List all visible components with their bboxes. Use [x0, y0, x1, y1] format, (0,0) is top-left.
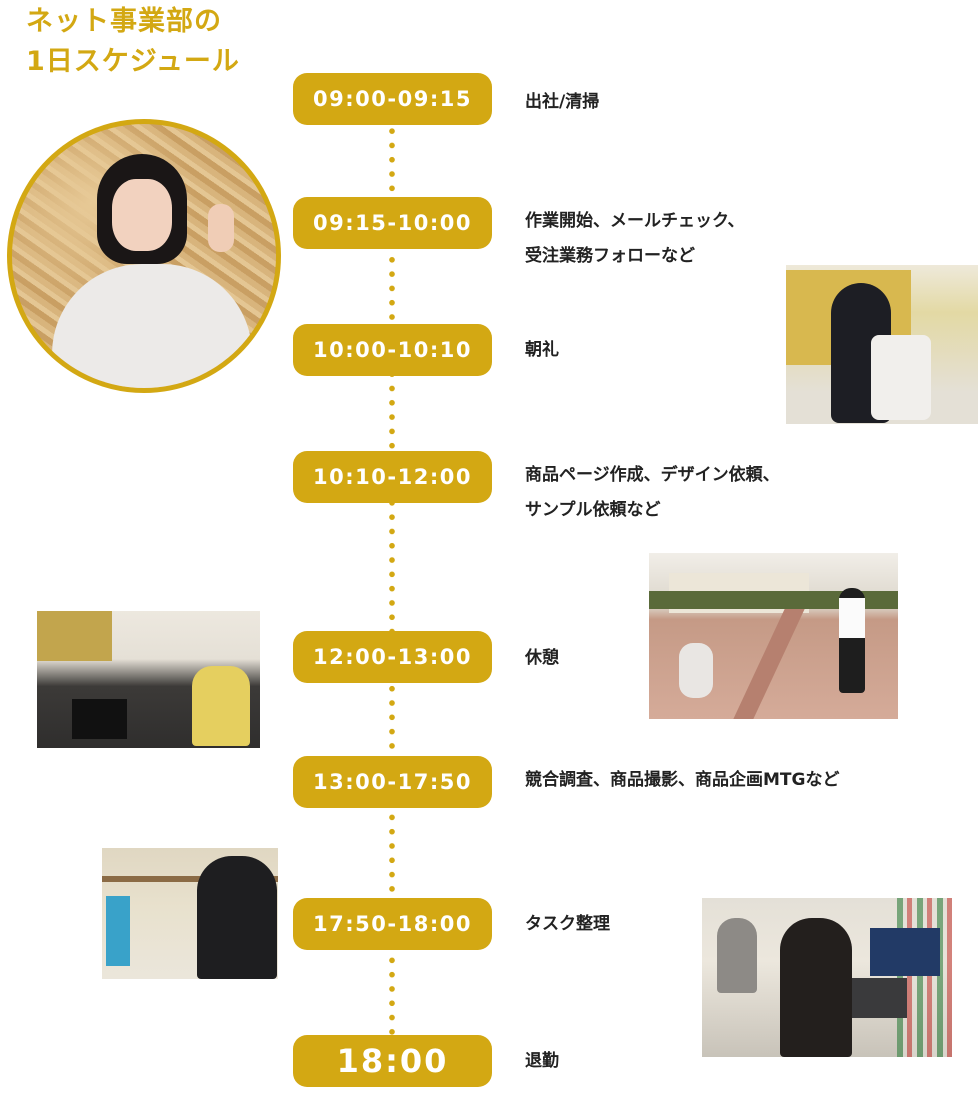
schedule-line: タスク整理	[525, 914, 610, 934]
schedule-desc-1300: 競合調査、商品撮影、商品企画MTGなど	[525, 763, 839, 798]
time-pill-0900: 09:00-09:15	[293, 73, 492, 125]
schedule-line: 退勤	[525, 1051, 559, 1071]
schedule-line: サンプル依頼など	[525, 500, 661, 520]
schedule-desc-0900: 出社/清掃	[525, 85, 599, 120]
time-pill-1300: 13:00-17:50	[293, 756, 492, 808]
schedule-desc-0915: 作業開始、メールチェック、 受注業務フォローなど	[525, 204, 744, 274]
time-pill-1000: 10:00-10:10	[293, 324, 492, 376]
photo-product-packing	[786, 265, 978, 424]
schedule-desc-1200: 休憩	[525, 641, 559, 676]
page-title: ネット事業部の 1日スケジュール	[26, 2, 240, 82]
title-line-1: ネット事業部の	[26, 6, 222, 37]
schedule-desc-1000: 朝礼	[525, 333, 559, 368]
schedule-line: 朝礼	[525, 340, 559, 360]
timeline-dotted-line	[389, 124, 395, 1059]
photo-team-meeting	[37, 611, 260, 748]
schedule-line: 商品ページ作成、デザイン依頼、	[525, 465, 780, 485]
schedule-line: 受注業務フォローなど	[525, 246, 695, 266]
schedule-line: 休憩	[525, 648, 559, 668]
title-line-2: 1日スケジュール	[26, 46, 240, 77]
staff-portrait-photo	[7, 119, 281, 393]
schedule-desc-1800: 退勤	[525, 1044, 559, 1079]
photo-desk-work	[702, 898, 952, 1057]
schedule-desc-1010: 商品ページ作成、デザイン依頼、 サンプル依頼など	[525, 458, 780, 528]
time-pill-1010: 10:10-12:00	[293, 451, 492, 503]
schedule-line: 作業開始、メールチェック、	[525, 211, 745, 231]
schedule-line: 出社/清掃	[525, 92, 600, 112]
schedule-desc-1750: タスク整理	[525, 907, 610, 942]
time-pill-1800: 18:00	[293, 1035, 492, 1087]
time-pill-1750: 17:50-18:00	[293, 898, 492, 950]
time-pill-1200: 12:00-13:00	[293, 631, 492, 683]
schedule-line: 競合調査、商品撮影、商品企画MTGなど	[525, 770, 840, 790]
photo-product-shooting	[649, 553, 898, 719]
photo-phone-call	[102, 848, 278, 979]
time-pill-0915: 09:15-10:00	[293, 197, 492, 249]
